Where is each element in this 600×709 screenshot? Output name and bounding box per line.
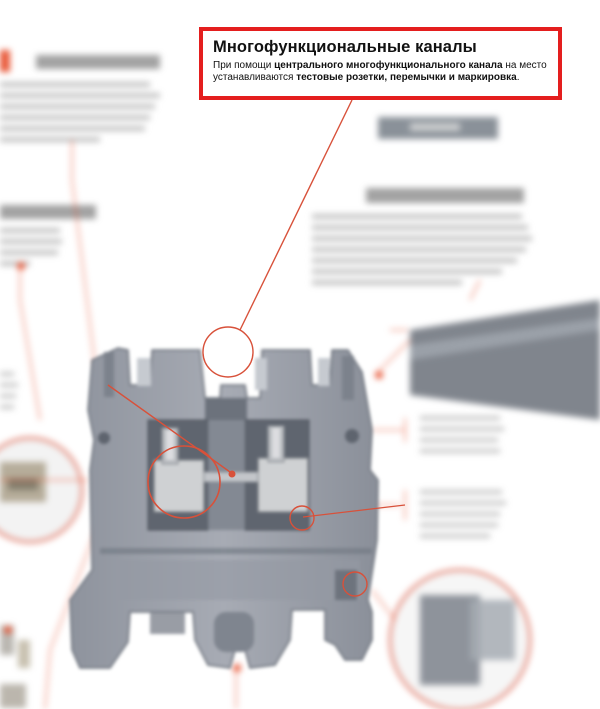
screw-clamp-icon	[153, 425, 309, 513]
background-annotations	[0, 50, 600, 709]
callout-title: Многофункциональные каналы	[213, 38, 477, 56]
terminal-block-image	[69, 347, 379, 669]
callout-bold-2: тестовые розетки, перемычки и маркировка	[296, 72, 517, 83]
block-annotations	[107, 99, 406, 597]
callout-text-2: на место устанавливаются	[213, 60, 547, 83]
callout-bold-1: центрального многофункционального канала	[274, 60, 503, 71]
callout-circle-icon	[202, 326, 254, 378]
multifunction-channels-callout: Многофункциональные каналы При помощи це…	[199, 27, 562, 100]
callout-text-1: При помощи	[213, 60, 275, 71]
callout-description: При помощи центрального многофункциональ…	[213, 60, 548, 84]
callout-text-3: .	[516, 72, 520, 83]
